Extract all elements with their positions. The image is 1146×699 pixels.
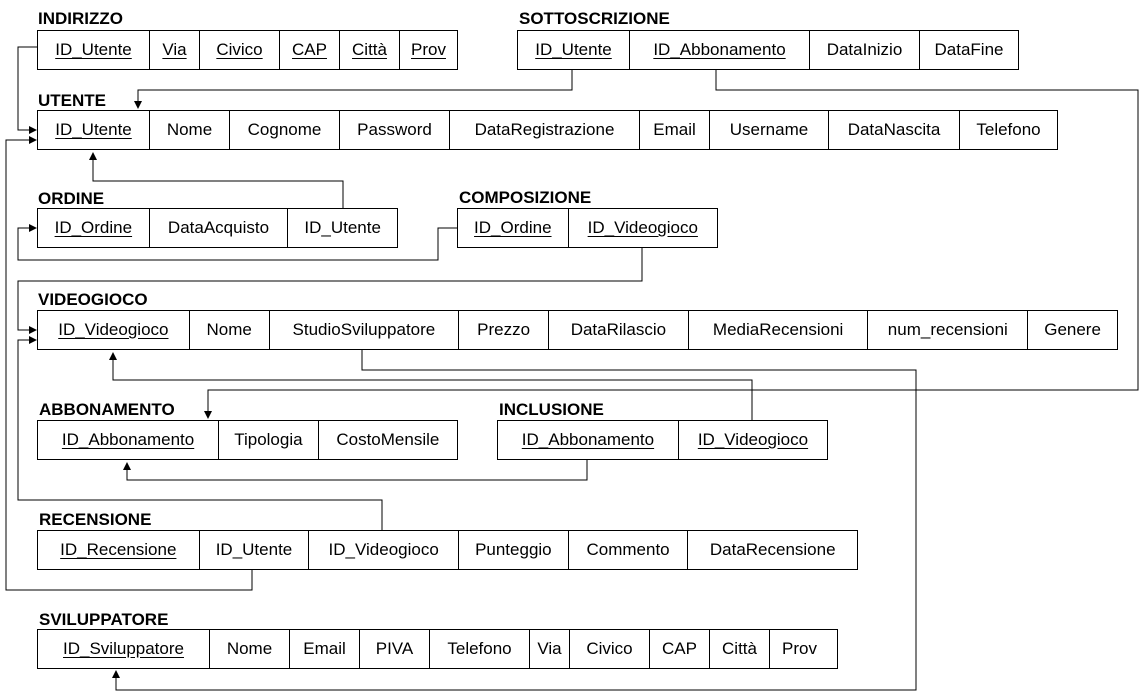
attribute-cell: ID_Ordine bbox=[474, 218, 552, 237]
attribute-cell: DataAcquisto bbox=[148, 209, 288, 247]
entity-table-abbonamento: ID_Abbonamento Tipologia CostoMensile bbox=[37, 420, 458, 460]
attribute-cell: DataNascita bbox=[828, 111, 959, 149]
attribute-cell: CAP bbox=[649, 630, 709, 668]
link-indirizzo-utente bbox=[17, 46, 38, 134]
attribute-cell: Prezzo bbox=[458, 311, 548, 349]
attribute-cell: ID_Videogioco bbox=[677, 421, 827, 459]
attribute-cell: ID_Abbonamento bbox=[629, 31, 809, 69]
attribute-cell: Tipologia bbox=[218, 421, 318, 459]
link-composizione-videogioco bbox=[17, 248, 643, 334]
attribute-cell: ID_Ordine bbox=[54, 218, 133, 237]
entity-table-videogioco: ID_Videogioco Nome StudioSviluppatore Pr… bbox=[37, 310, 1118, 350]
attribute-cell: ID_Abbonamento bbox=[61, 430, 195, 449]
attribute-cell: Punteggio bbox=[457, 531, 568, 569]
attribute-cell: Email bbox=[639, 111, 709, 149]
entity-table-inclusione: ID_Abbonamento ID_Videogioco bbox=[497, 420, 828, 460]
attribute-cell: ID_Utente bbox=[535, 40, 612, 59]
attribute-cell: DataFine bbox=[919, 31, 1018, 69]
attribute-cell: ID_Utente bbox=[55, 40, 132, 59]
entity-table-indirizzo: ID_Utente Via Civico CAP Città Prov bbox=[37, 30, 458, 70]
attribute-cell: CostoMensile bbox=[317, 421, 457, 459]
link-ordine-utente bbox=[89, 152, 344, 208]
attribute-cell: CAP bbox=[279, 31, 339, 69]
link-inclusione-videogioco bbox=[109, 352, 753, 420]
attribute-cell: Telefono bbox=[959, 111, 1057, 149]
entity-title-inclusione: INCLUSIONE bbox=[499, 400, 604, 419]
attribute-cell: Genere bbox=[1027, 311, 1117, 349]
attribute-cell: PIVA bbox=[359, 630, 429, 668]
entity-title-abbonamento: ABBONAMENTO bbox=[39, 400, 175, 419]
attribute-cell: ID_Utente bbox=[55, 120, 132, 139]
link-recensione-utente bbox=[5, 136, 253, 591]
attribute-cell: DataRegistrazione bbox=[449, 111, 639, 149]
attribute-cell: ID_Sviluppatore bbox=[63, 639, 184, 658]
attribute-cell: Nome bbox=[188, 311, 269, 349]
attribute-cell: StudioSviluppatore bbox=[268, 311, 459, 349]
attribute-cell: Nome bbox=[149, 111, 229, 149]
link-inclusione-abbonamento bbox=[123, 460, 588, 481]
attribute-cell: ID_Utente bbox=[198, 531, 309, 569]
attribute-cell: DataRecensione bbox=[687, 531, 857, 569]
entity-table-sottoscrizione: ID_Utente ID_Abbonamento DataInizio Data… bbox=[517, 30, 1019, 70]
attribute-cell: ID_Recensione bbox=[60, 540, 177, 559]
attribute-cell: Prov bbox=[399, 31, 457, 69]
entity-table-recensione: ID_Recensione ID_Utente ID_Videogioco Pu… bbox=[37, 530, 858, 570]
attribute-cell: Cognome bbox=[229, 111, 339, 149]
attribute-cell: Città bbox=[709, 630, 769, 668]
attribute-cell: Nome bbox=[209, 630, 289, 668]
entity-table-ordine: ID_Ordine DataAcquisto ID_Utente bbox=[37, 208, 398, 248]
entity-title-utente: UTENTE bbox=[38, 91, 106, 110]
attribute-cell: Password bbox=[339, 111, 449, 149]
entity-title-indirizzo: INDIRIZZO bbox=[38, 9, 123, 28]
attribute-cell: ID_Videogioco bbox=[567, 209, 717, 247]
attribute-cell: Username bbox=[709, 111, 828, 149]
link-sottoscrizione-utente bbox=[134, 70, 573, 109]
attribute-cell: Civico bbox=[199, 31, 279, 69]
entity-table-composizione: ID_Ordine ID_Videogioco bbox=[457, 208, 718, 248]
link-sottoscrizione-abbonamento bbox=[204, 70, 1139, 419]
entity-title-sviluppatore: SVILUPPATORE bbox=[39, 610, 169, 629]
link-recensione-videogioco bbox=[17, 336, 383, 530]
entity-title-videogioco: VIDEOGIOCO bbox=[38, 290, 148, 309]
attribute-cell: num_recensioni bbox=[867, 311, 1027, 349]
link-composizione-ordine bbox=[17, 224, 458, 261]
attribute-cell: Città bbox=[339, 31, 399, 69]
attribute-cell: ID_Videogioco bbox=[58, 320, 169, 339]
attribute-cell: ID_Utente bbox=[287, 209, 397, 247]
attribute-cell: Civico bbox=[569, 630, 649, 668]
entity-title-ordine: ORDINE bbox=[38, 189, 105, 208]
entity-title-sottoscrizione: SOTTOSCRIZIONE bbox=[519, 9, 670, 28]
attribute-cell: ID_Videogioco bbox=[308, 531, 458, 569]
attribute-cell: Commento bbox=[567, 531, 688, 569]
link-videogioco-sviluppatore bbox=[112, 350, 917, 691]
entity-table-utente: ID_Utente Nome Cognome Password DataRegi… bbox=[37, 110, 1058, 150]
entity-table-sviluppatore: ID_Sviluppatore Nome Email PIVA Telefono… bbox=[37, 629, 838, 669]
entity-title-composizione: COMPOSIZIONE bbox=[459, 188, 592, 207]
attribute-cell: Prov bbox=[769, 630, 829, 668]
entity-title-recensione: RECENSIONE bbox=[39, 510, 152, 529]
attribute-cell: Email bbox=[289, 630, 359, 668]
attribute-cell: Via bbox=[149, 31, 199, 69]
attribute-cell: DataRilascio bbox=[548, 311, 688, 349]
attribute-cell: ID_Abbonamento bbox=[521, 430, 655, 449]
attribute-cell: Via bbox=[529, 630, 569, 668]
attribute-cell: DataInizio bbox=[809, 31, 919, 69]
attribute-cell: MediaRecensioni bbox=[687, 311, 868, 349]
attribute-cell: Telefono bbox=[429, 630, 529, 668]
